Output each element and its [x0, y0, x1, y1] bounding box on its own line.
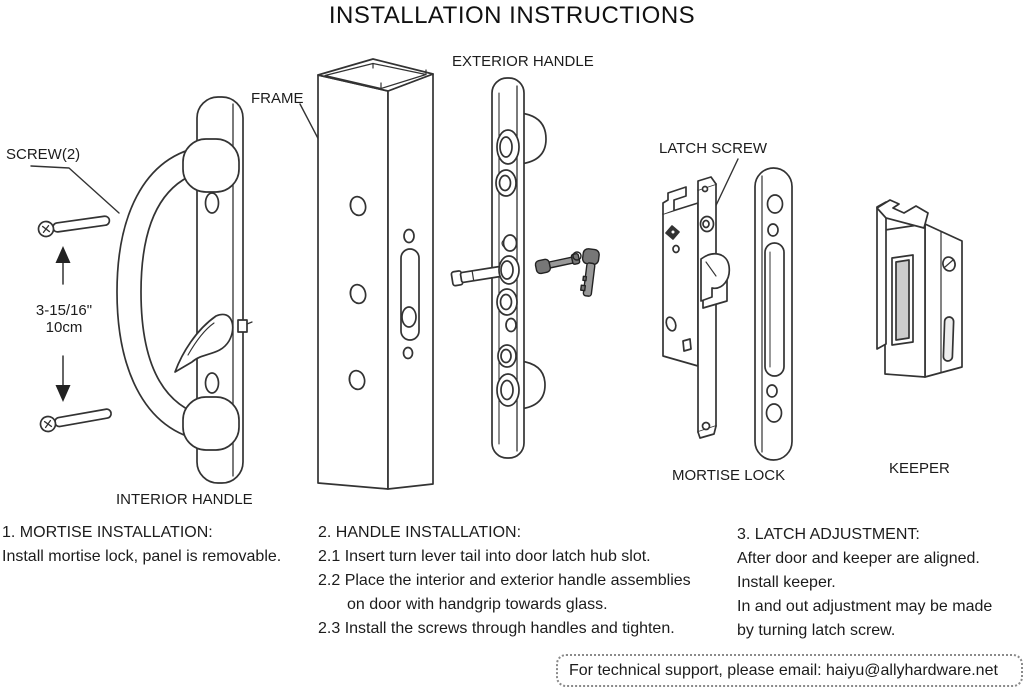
section-2-heading: 2. HANDLE INSTALLATION: — [318, 524, 522, 541]
section-3-line: by turning latch screw. — [737, 622, 896, 639]
instructions-section-3: 3. LATCH ADJUSTMENT: After door and keep… — [737, 523, 992, 643]
label-screw: SCREW(2) — [6, 146, 81, 163]
label-interior-handle: INTERIOR HANDLE — [116, 491, 253, 508]
mortise-lock-drawing — [662, 158, 793, 461]
label-exterior-handle: EXTERIOR HANDLE — [452, 53, 594, 70]
support-contact-text: For technical support, please email: hai… — [569, 661, 998, 679]
page-title: INSTALLATION INSTRUCTIONS — [328, 2, 696, 29]
instructions-section-1: 1. MORTISE INSTALLATION: Install mortise… — [2, 521, 281, 569]
dimension-inches: 3-15/16" — [35, 302, 93, 319]
keys-drawing — [534, 248, 600, 297]
section-2-line: on door with handgrip towards glass. — [347, 596, 608, 613]
interior-handle-drawing — [116, 96, 253, 484]
dimension-label: 3-15/16" 10cm — [20, 302, 108, 336]
leader-line-screw — [30, 165, 120, 214]
section-2-line: 2.1 Insert turn lever tail into door lat… — [318, 548, 651, 565]
label-keeper: KEEPER — [889, 460, 950, 477]
label-latch-screw: LATCH SCREW — [659, 140, 768, 157]
keeper-drawing — [876, 199, 963, 378]
section-2-line: 2.2 Place the interior and exterior hand… — [318, 572, 691, 589]
section-2-line: 2.3 Install the screws through handles a… — [318, 620, 675, 637]
instructions-section-2: 2. HANDLE INSTALLATION: 2.1 Insert turn … — [318, 521, 691, 641]
exterior-handle-drawing — [450, 77, 600, 459]
section-1-line: Install mortise lock, panel is removable… — [2, 548, 282, 565]
label-mortise-lock: MORTISE LOCK — [672, 467, 786, 484]
dimension-metric: 10cm — [45, 319, 83, 336]
frame-drawing — [299, 58, 434, 490]
section-3-line: In and out adjustment may be made — [737, 598, 993, 615]
screws-drawing — [30, 165, 120, 433]
section-3-heading: 3. LATCH ADJUSTMENT: — [737, 526, 920, 543]
label-frame: FRAME — [251, 90, 304, 107]
section-3-line: Install keeper. — [737, 574, 836, 591]
section-3-line: After door and keeper are aligned. — [737, 550, 980, 567]
support-contact-box: For technical support, please email: hai… — [556, 654, 1023, 687]
section-1-heading: 1. MORTISE INSTALLATION: — [2, 524, 213, 541]
